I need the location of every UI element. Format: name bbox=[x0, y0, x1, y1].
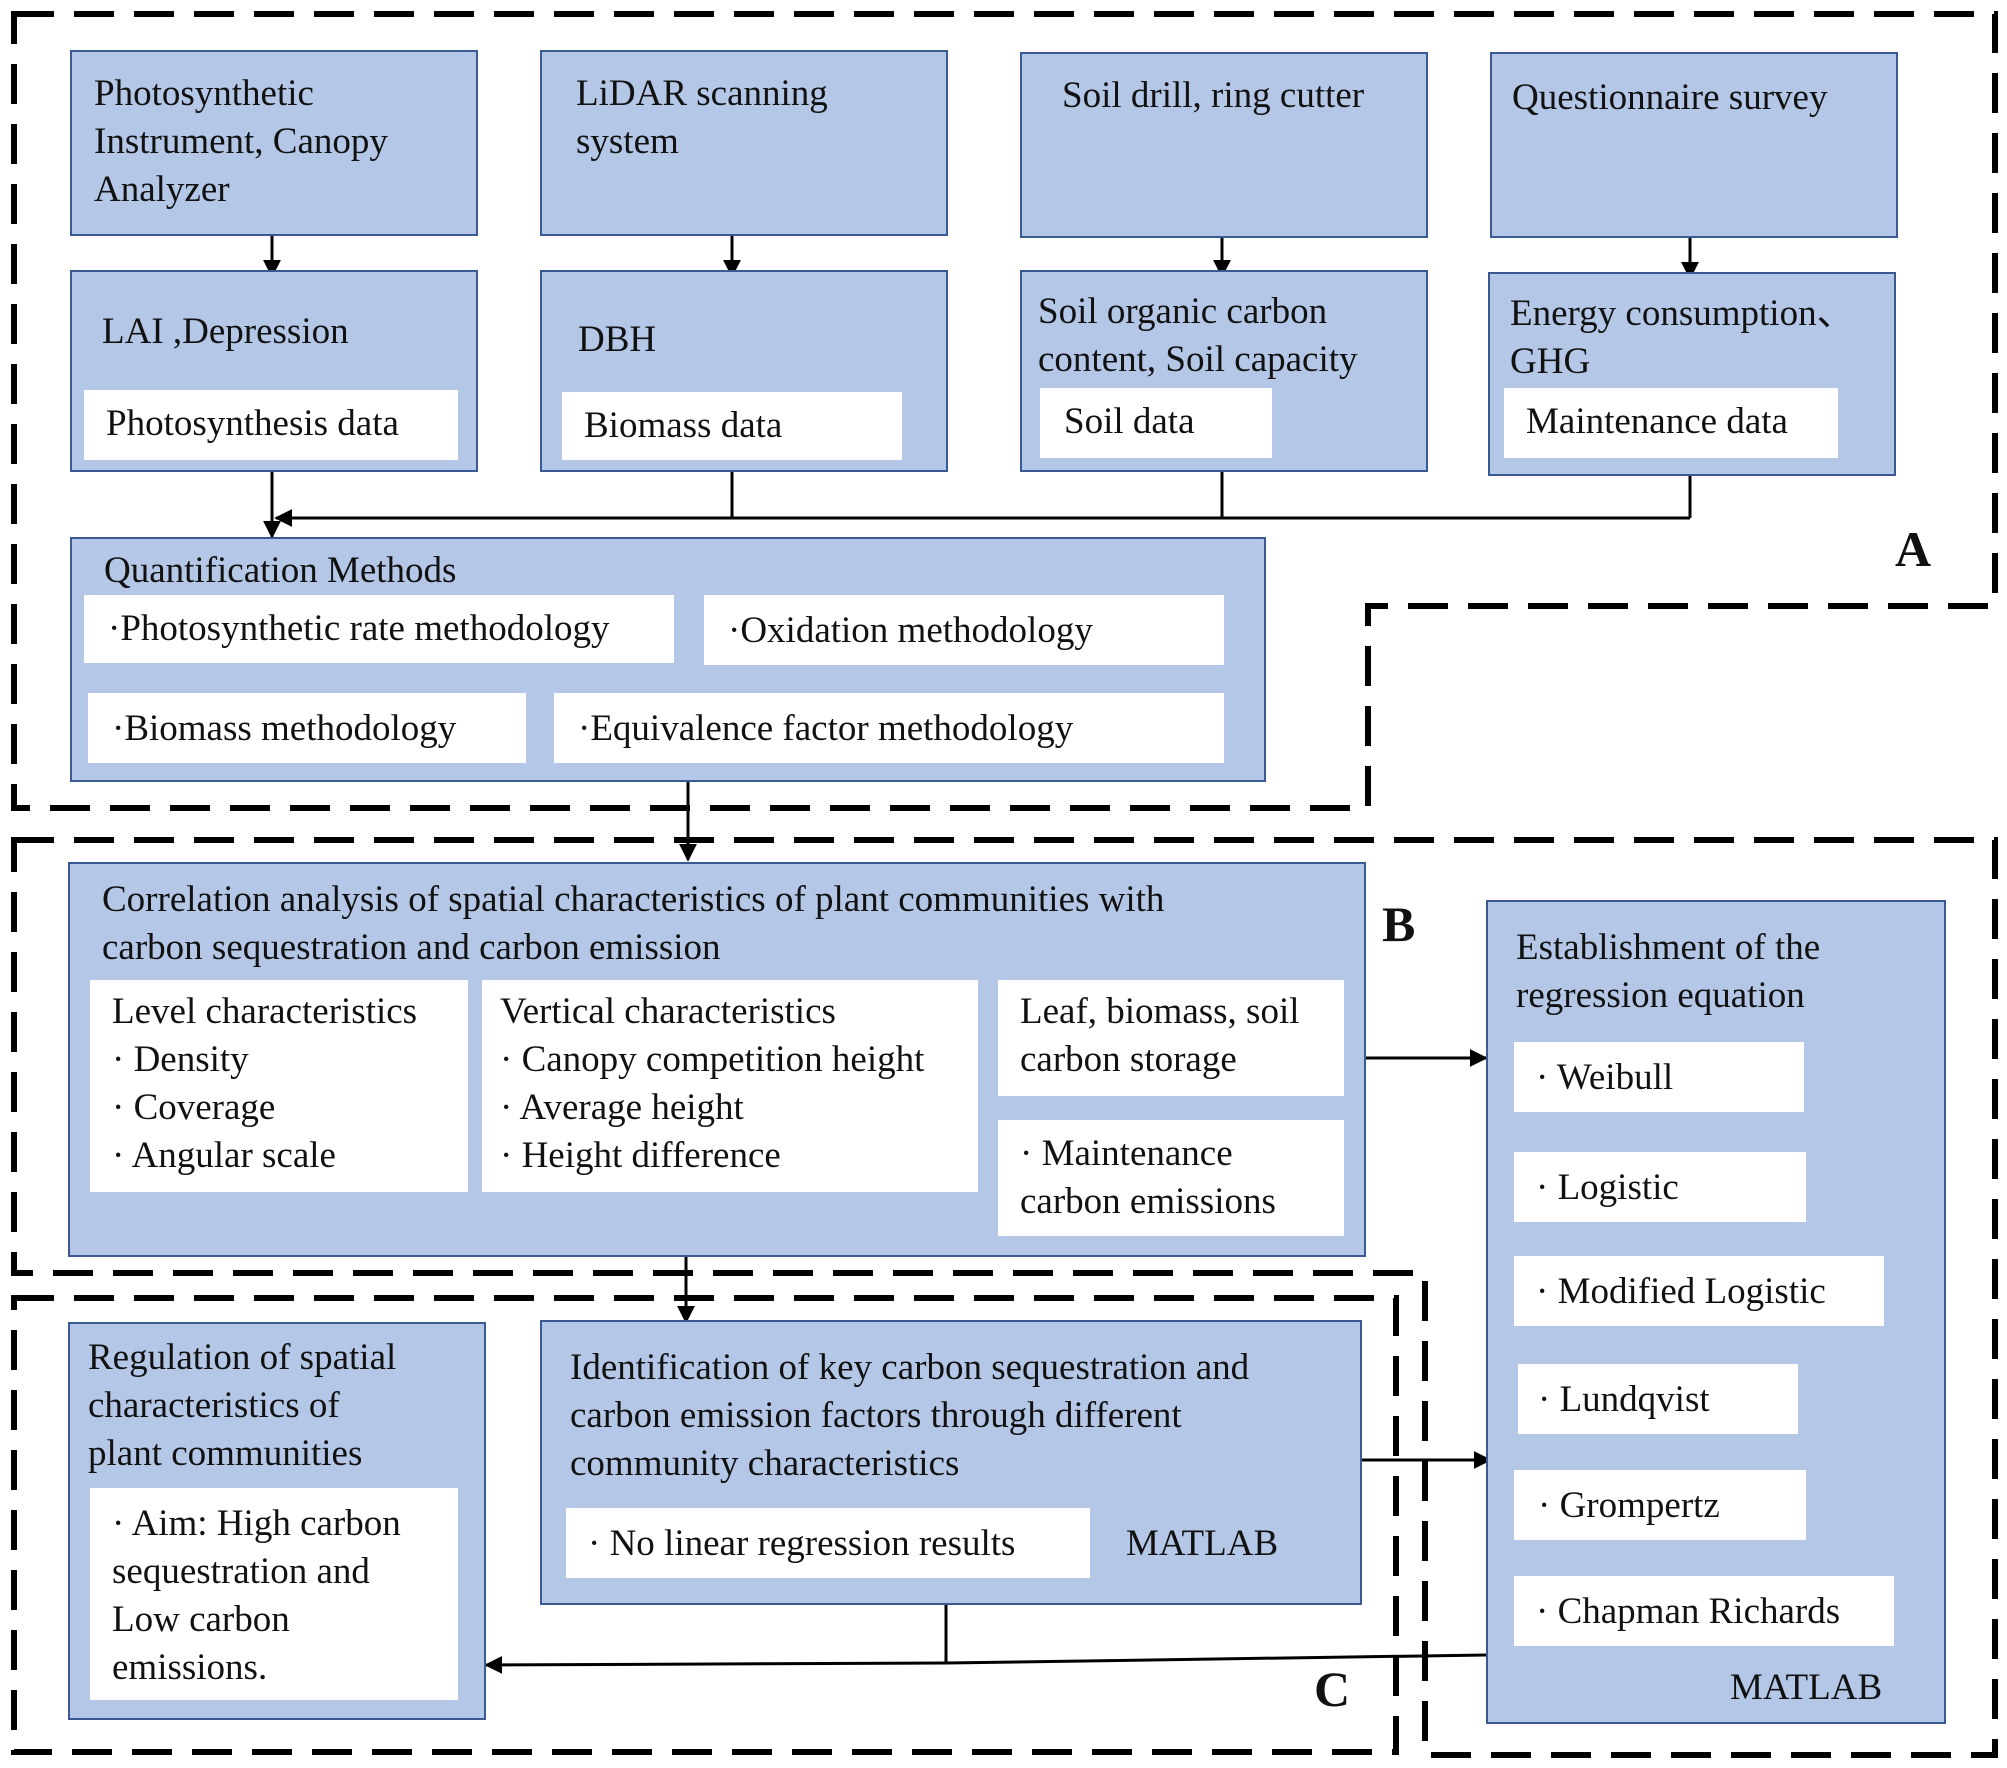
method-oxidation-label: ·Oxidation methodology bbox=[728, 610, 1093, 651]
instrument-photosynthetic-label: Photosynthetic Instrument, Canopy Analyz… bbox=[94, 73, 388, 210]
conn-reg-back bbox=[945, 1653, 1487, 1665]
instrument-photosynthetic: Photosynthetic Instrument, Canopy Analyz… bbox=[70, 50, 478, 236]
section-b-label: B bbox=[1382, 896, 1416, 952]
photosynthesis-data-label: Photosynthesis data bbox=[106, 403, 399, 444]
carbon-storage-box: Leaf, biomass, soil carbon storage bbox=[998, 980, 1344, 1096]
method-photosynthetic-rate-label: ·Photosynthetic rate methodology bbox=[108, 608, 610, 649]
measurement-lai-title: LAI ,Depression bbox=[102, 311, 349, 352]
level-characteristics-text: Level characteristics · Density · Covera… bbox=[112, 991, 418, 1176]
measurement-soil-title: Soil organic carbon content, Soil capaci… bbox=[1038, 291, 1358, 380]
quantification-methods: Quantification Methods ·Photosynthetic r… bbox=[70, 537, 1266, 782]
instrument-lidar-label: LiDAR scanning system bbox=[576, 73, 828, 162]
vertical-characteristics-box: Vertical characteristics · Canopy compet… bbox=[482, 980, 978, 1192]
level-characteristics-box: Level characteristics · Density · Covera… bbox=[90, 980, 468, 1192]
regulation-aim-text: · Aim: High carbon sequestration and Low… bbox=[112, 1503, 401, 1688]
soil-data-box: Soil data bbox=[1040, 388, 1272, 458]
measurement-soil: Soil organic carbon content, Soil capaci… bbox=[1020, 270, 1428, 472]
maintenance-data-label: Maintenance data bbox=[1526, 401, 1788, 442]
model-logistic-label: · Logistic bbox=[1536, 1167, 1679, 1208]
maintenance-emissions-box: · Maintenance carbon emissions bbox=[998, 1120, 1344, 1236]
identification-factors: Identification of key carbon sequestrati… bbox=[540, 1320, 1362, 1605]
instrument-soil-drill: Soil drill, ring cutter bbox=[1020, 52, 1428, 238]
biomass-data-box: Biomass data bbox=[562, 392, 902, 460]
section-a-outline bbox=[11, 11, 1998, 811]
quantification-title: Quantification Methods bbox=[104, 550, 457, 591]
model-weibull: · Weibull bbox=[1514, 1042, 1804, 1112]
measurement-dbh: DBH Biomass data bbox=[540, 270, 948, 472]
regulation-spatial: Regulation of spatial characteristics of… bbox=[68, 1322, 486, 1720]
instrument-lidar: LiDAR scanning system bbox=[540, 50, 948, 236]
model-modified-logistic: · Modified Logistic bbox=[1514, 1256, 1884, 1326]
biomass-data-label: Biomass data bbox=[584, 405, 783, 446]
photosynthesis-data-box: Photosynthesis data bbox=[84, 390, 458, 460]
method-photosynthetic-rate: ·Photosynthetic rate methodology bbox=[84, 595, 674, 663]
soil-data-label: Soil data bbox=[1064, 401, 1195, 442]
method-biomass-label: ·Biomass methodology bbox=[112, 708, 457, 749]
method-oxidation: ·Oxidation methodology bbox=[704, 595, 1224, 665]
arrow-to-regulation bbox=[484, 1655, 947, 1674]
correlation-analysis: Correlation analysis of spatial characte… bbox=[68, 862, 1366, 1257]
model-grompertz: · Grompertz bbox=[1514, 1470, 1806, 1540]
identification-tool: MATLAB bbox=[1126, 1523, 1279, 1564]
instrument-soil-drill-label: Soil drill, ring cutter bbox=[1062, 75, 1365, 116]
regression-tool: MATLAB bbox=[1730, 1667, 1883, 1708]
maintenance-data-box: Maintenance data bbox=[1504, 388, 1838, 458]
measurement-lai: LAI ,Depression Photosynthesis data bbox=[70, 270, 478, 472]
section-a-label: A bbox=[1895, 521, 1932, 577]
regression-equation: Establishment of the regression equation… bbox=[1486, 900, 1946, 1724]
measurement-energy-title: Energy consumption、 GHG bbox=[1510, 293, 1854, 382]
regulation-aim-box: · Aim: High carbon sequestration and Low… bbox=[90, 1488, 458, 1700]
regression-title: Establishment of the regression equation bbox=[1516, 927, 1821, 1016]
section-b-outline bbox=[11, 837, 1998, 1758]
regulation-title: Regulation of spatial characteristics of… bbox=[88, 1337, 397, 1474]
regression-result-box: · No linear regression results bbox=[566, 1508, 1090, 1578]
carbon-storage-text: Leaf, biomass, soil carbon storage bbox=[1020, 991, 1300, 1080]
method-equivalence-factor-label: ·Equivalence factor methodology bbox=[578, 708, 1074, 749]
vertical-characteristics-text: Vertical characteristics · Canopy compet… bbox=[500, 991, 925, 1176]
instrument-questionnaire: Questionnaire survey bbox=[1490, 52, 1898, 238]
model-logistic: · Logistic bbox=[1514, 1152, 1806, 1222]
method-equivalence-factor: ·Equivalence factor methodology bbox=[554, 693, 1224, 763]
method-biomass: ·Biomass methodology bbox=[88, 693, 526, 763]
measurement-energy: Energy consumption、 GHG Maintenance data bbox=[1488, 272, 1896, 476]
model-lundqvist: · Lundqvist bbox=[1518, 1364, 1798, 1434]
model-chapman-richards: · Chapman Richards bbox=[1514, 1576, 1894, 1646]
model-weibull-label: · Weibull bbox=[1536, 1057, 1674, 1098]
model-lundqvist-label: · Lundqvist bbox=[1538, 1379, 1710, 1420]
measurement-dbh-title: DBH bbox=[578, 319, 657, 360]
correlation-title: Correlation analysis of spatial characte… bbox=[102, 879, 1165, 968]
regression-result-text: · No linear regression results bbox=[588, 1523, 1016, 1564]
section-c-outline bbox=[11, 1295, 1399, 1755]
model-grompertz-label: · Grompertz bbox=[1538, 1485, 1720, 1526]
model-chapman-richards-label: · Chapman Richards bbox=[1536, 1591, 1841, 1632]
model-modified-logistic-label: · Modified Logistic bbox=[1536, 1271, 1826, 1312]
maintenance-emissions-text: · Maintenance carbon emissions bbox=[1020, 1133, 1276, 1222]
identification-title: Identification of key carbon sequestrati… bbox=[570, 1347, 1250, 1484]
section-c-label: C bbox=[1314, 1661, 1351, 1717]
instrument-questionnaire-label: Questionnaire survey bbox=[1512, 77, 1828, 118]
